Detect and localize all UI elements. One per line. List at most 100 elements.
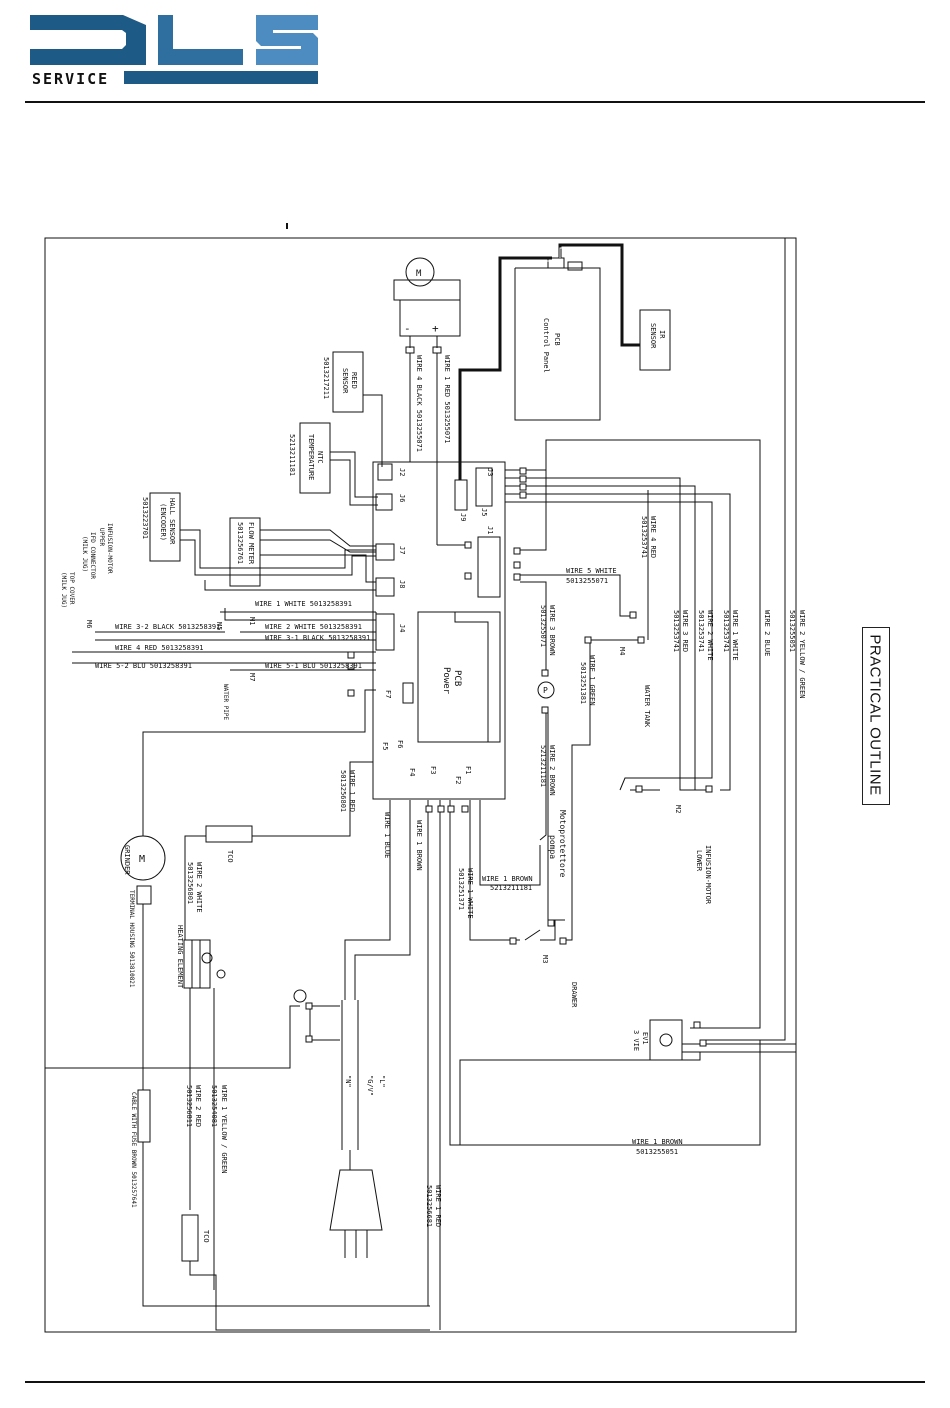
tco-bottom-box	[181, 1214, 199, 1262]
wire-label-w2-white-801-code: 5013256801	[186, 862, 194, 904]
p-label: P	[543, 686, 548, 695]
infusion-lower-2: LOWER	[695, 850, 703, 872]
water-tank-label: WATER TANK	[643, 685, 651, 728]
j5-label: J5	[480, 508, 488, 516]
top-rule	[25, 101, 925, 103]
fuse-cable-holder	[137, 1089, 151, 1143]
hall-label-2: (ENCODER)	[159, 503, 167, 541]
flow-code: 5013256761	[236, 522, 244, 564]
logo-d-shape	[30, 15, 146, 65]
wire-label-w51-blu: WIRE 5-1 BLU 5013258391	[265, 662, 362, 670]
wire-label-w1-white-1371-code: 5013251371	[457, 868, 465, 910]
m6-label: M6	[85, 620, 93, 628]
wire-label-w2-blue: WIRE 2 BLUE	[763, 610, 771, 656]
reed-sensor-box	[332, 351, 364, 413]
m4-label: M4	[618, 647, 626, 655]
terminal-housing	[136, 885, 152, 905]
j8-label: J8	[398, 580, 406, 588]
pump-motor-body	[393, 279, 461, 301]
reed-label-1: REED	[350, 372, 358, 389]
wire-label-w1-red-top: WIRE 1 RED 5013255071	[443, 355, 451, 444]
wire-label-w32-black: WIRE 3-2 BLACK 5013258391	[115, 623, 220, 631]
wire-label-w1-red-801-code: 5013256801	[339, 770, 347, 812]
bottom-rule	[25, 1381, 925, 1383]
hall-label-1: HALL SENSOR	[168, 498, 176, 545]
ifd-2: (MILK JUG)	[81, 536, 88, 572]
pcb-control-panel	[514, 267, 601, 421]
wire-label-w2-white-741: WIRE 2 WHITE	[706, 610, 714, 661]
m7-label: M7	[248, 673, 256, 681]
connector-j8	[375, 577, 395, 597]
plug-l-label: "L"	[378, 1075, 386, 1088]
tco-bottom-label: TCO	[202, 1230, 210, 1243]
heating-element-box	[183, 939, 211, 989]
reed-code: 5013217211	[322, 357, 330, 399]
hall-code: 5013223701	[141, 497, 149, 539]
wire-label-w3-red-741: WIRE 3 RED	[681, 610, 689, 652]
grinder-m-label: M	[139, 854, 145, 865]
ir-sensor-label-2: SENSOR	[649, 323, 657, 349]
wire-label-w2-white-391: WIRE 2 WHITE 5013258391	[265, 623, 362, 631]
motor-m-label: M	[416, 269, 422, 279]
motoprotettore-1: Motoprotettore	[558, 810, 567, 878]
ir-sensor-label-1: IR	[658, 330, 666, 339]
wire-label-w5-white: WIRE 5 WHITE	[566, 567, 617, 575]
pcb-power-label-2: Power	[441, 667, 451, 695]
tco-top-box	[205, 825, 253, 843]
reed-label-2: SENSOR	[341, 368, 349, 394]
f6-label: F6	[396, 740, 404, 748]
motoprotettore-2: pompa	[548, 835, 557, 859]
connector-j1	[477, 536, 501, 598]
flow-label: FLOW METER	[247, 522, 255, 565]
connector-j6	[375, 493, 393, 511]
wire-label-w1-brown-051-code: 5013255051	[636, 1148, 678, 1156]
j2-label: J2	[398, 468, 406, 476]
logo-s-shape	[256, 15, 318, 65]
wire-label-w1-white-391: WIRE 1 WHITE 5013258391	[255, 600, 352, 608]
logo-l-shape	[158, 15, 243, 65]
mains-plug	[329, 1169, 383, 1231]
topcover-1: TOP COVER	[68, 572, 75, 605]
ev1-label-2: 3 VIE	[632, 1030, 640, 1051]
flow-meter-box	[229, 517, 261, 587]
wire-label-w4-red-741: WIRE 4 RED	[649, 516, 657, 558]
plus-terminal-label: +	[432, 322, 439, 335]
wire-label-w4-black: WIRE 4 BLACK 5013255071	[415, 355, 423, 452]
control-panel-label: Control Panel	[542, 318, 550, 373]
f5-label: F5	[381, 742, 389, 750]
j1-label: J1	[486, 526, 494, 534]
tco-top-label: TCO	[226, 850, 234, 863]
connector-j9	[454, 479, 468, 511]
wire-label-w2-white-801: WIRE 2 WHITE	[195, 862, 203, 913]
wire-label-w2-white-741-code: 5013253741	[697, 610, 705, 652]
wire-label-w4-red-391: WIRE 4 RED 5013258391	[115, 644, 204, 652]
infusion-upper-2: UPPER	[98, 528, 105, 546]
connector-j2	[377, 463, 393, 481]
ev1-valve-box	[649, 1019, 683, 1061]
topcover-2: (MILK JUG)	[60, 572, 67, 608]
wire-label-w1-brown: WIRE 1 BROWN	[415, 820, 423, 871]
wire-label-w1-yg: WIRE 1 YELLOW / GREEN	[220, 1085, 228, 1174]
wire-label-w31-black: WIRE 3-1 BLACK 5013258391	[265, 634, 370, 642]
pump-motor-terminals	[399, 299, 461, 337]
heating-label: HEATING ELEMENT	[176, 925, 184, 989]
pcb-main-board	[372, 461, 506, 800]
wire-label-w1-brown-051: WIRE 1 BROWN	[632, 1138, 683, 1146]
water-pipe-label: WATER PIPE	[222, 684, 229, 721]
wire-label-w1-green-code: 5013251381	[579, 662, 587, 704]
m2-label: M2	[674, 805, 682, 813]
ntc-code: 5213211181	[288, 434, 296, 476]
wire-label-w3-brown-code: 5013255071	[539, 605, 547, 647]
wire-label-w3-red-741-code: 5013253741	[672, 610, 680, 652]
ntc-label-2: TEMPERATURE	[307, 434, 315, 480]
connector-j7	[375, 543, 395, 561]
wire-label-w1-blue: WIRE 1 BLUE	[383, 812, 391, 858]
wire-label-w2-yg-code: 5013255051	[788, 610, 796, 652]
ntc-sensor-box	[299, 422, 331, 494]
j9-label: J9	[459, 513, 467, 521]
wire-label-w1-brown-1181: WIRE 1 BROWN	[482, 875, 533, 883]
wire-label-w2-red-811: WIRE 2 RED	[194, 1085, 202, 1127]
grinder-motor-symbol	[120, 835, 166, 881]
pcb-control-label: PCB	[553, 333, 561, 346]
wire-label-w1-red-681-code: 5013256681	[425, 1185, 433, 1227]
